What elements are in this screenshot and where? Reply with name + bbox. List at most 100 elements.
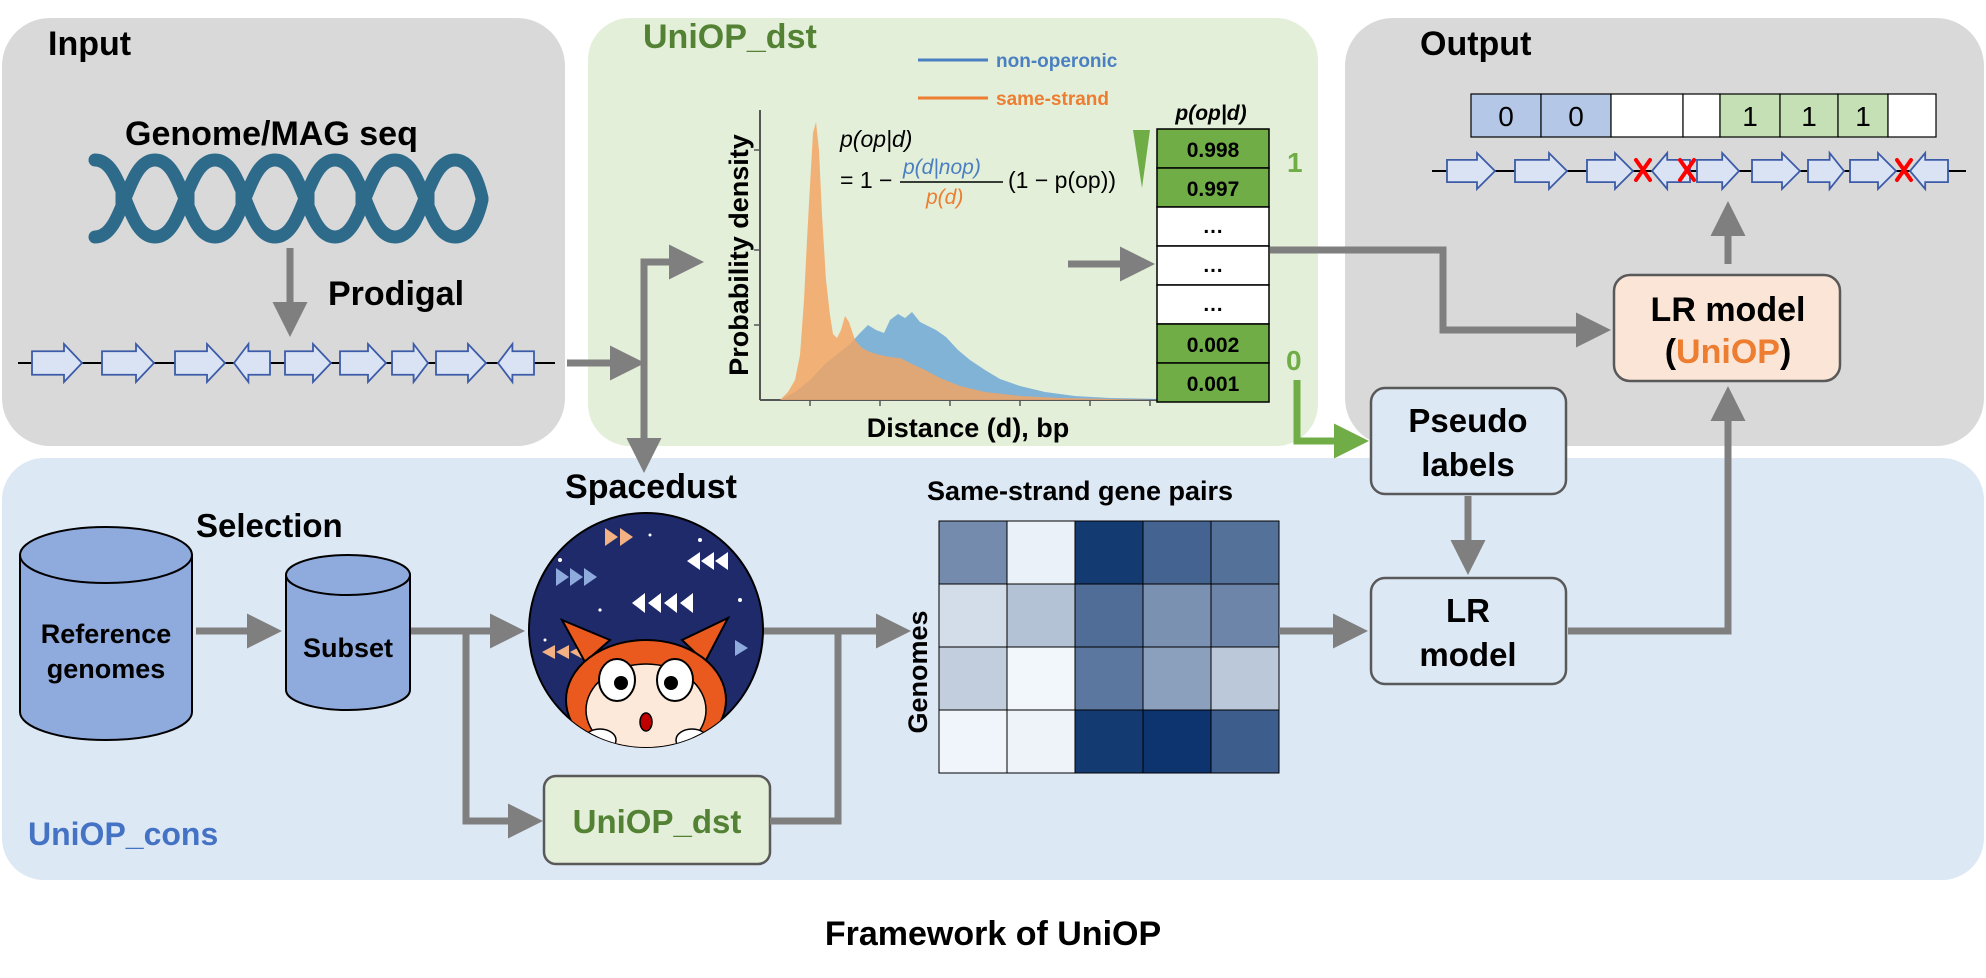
probability-wedge bbox=[1133, 130, 1150, 188]
dst-to-heatmap-line bbox=[770, 631, 842, 825]
low-to-pseudo-arrow bbox=[1293, 380, 1369, 459]
gene-forward-icon bbox=[1446, 150, 1497, 192]
formula-numerator: p(d|nop) bbox=[902, 156, 981, 179]
uniop-dst-box: UniOP_dst bbox=[542, 774, 772, 866]
table-cell: 0.001 bbox=[1187, 373, 1240, 396]
input-title: Input bbox=[48, 25, 131, 63]
genome-label: Genome/MAG seq bbox=[125, 115, 418, 153]
gene-forward-icon bbox=[31, 341, 84, 385]
density-xlabel: Distance (d), bp bbox=[867, 413, 1070, 443]
heatmap-cell bbox=[1210, 709, 1280, 774]
heatmap-ylabel: Genomes bbox=[903, 610, 933, 733]
pseudo-line2: labels bbox=[1421, 446, 1515, 483]
high-label: 1 bbox=[1287, 147, 1303, 178]
spacedust-label: Spacedust bbox=[565, 468, 737, 506]
heatmap-cell bbox=[1074, 709, 1144, 774]
dst-title: UniOP_dst bbox=[643, 18, 817, 56]
boundary-x-icon bbox=[1895, 158, 1913, 182]
output-label-cell: 0 bbox=[1568, 101, 1584, 132]
input-gene-track bbox=[18, 341, 555, 385]
subset-label: Subset bbox=[303, 633, 393, 663]
gene-forward-icon bbox=[435, 341, 488, 385]
selection-label: Selection bbox=[196, 507, 343, 544]
output-label-strip: 0 0 1 1 1 bbox=[1470, 93, 1937, 138]
formula-eq: = 1 − bbox=[840, 167, 892, 193]
legend-nonoperonic: non-operonic bbox=[996, 51, 1118, 72]
heatmap-cell bbox=[1142, 709, 1212, 774]
heatmap-cell bbox=[1142, 583, 1212, 648]
spacedust-logo-icon bbox=[528, 512, 764, 748]
low-label: 0 bbox=[1286, 345, 1302, 376]
heatmap-cell bbox=[1074, 520, 1144, 585]
lr-model-uniop-box: LR model (UniOP) bbox=[1612, 273, 1842, 383]
pseudo-line1: Pseudo bbox=[1408, 402, 1527, 439]
formula-lhs: p(op|d) bbox=[839, 126, 912, 152]
boundary-x-icon bbox=[1678, 158, 1696, 182]
gene-forward-icon bbox=[391, 341, 430, 385]
lr-to-final-arrow bbox=[1568, 386, 1746, 635]
subset-to-dst-arrow bbox=[462, 631, 543, 839]
heatmap-cell bbox=[1006, 646, 1076, 711]
lr-line1: LR bbox=[1446, 592, 1490, 629]
gene-forward-icon bbox=[101, 341, 156, 385]
lr-model-uniop-line2: (UniOP) bbox=[1665, 333, 1792, 371]
gene-reverse-icon bbox=[496, 341, 535, 385]
heatmap-cell bbox=[938, 583, 1008, 648]
probability-table: 0.998 0.997 … … … 0.002 0.001 bbox=[1156, 128, 1270, 403]
heatmap-cell bbox=[938, 646, 1008, 711]
heatmap-cell bbox=[1006, 520, 1076, 585]
heatmap-cell bbox=[1074, 583, 1144, 648]
lr-model-box: LR model bbox=[1369, 576, 1568, 686]
gene-forward-icon bbox=[1807, 150, 1846, 192]
gene-forward-icon bbox=[284, 341, 333, 385]
figure-title: Framework of UniOP bbox=[825, 915, 1161, 953]
gene-forward-icon bbox=[339, 341, 388, 385]
formula-tail: (1 − p(op)) bbox=[1008, 167, 1116, 193]
dst-panel bbox=[588, 18, 1318, 446]
gene-forward-icon bbox=[1514, 150, 1569, 192]
heatmap-cell bbox=[1210, 520, 1280, 585]
table-cell: … bbox=[1203, 215, 1224, 238]
output-title: Output bbox=[1420, 25, 1531, 63]
legend-samestrand: same-strand bbox=[996, 89, 1109, 110]
dna-helix-icon bbox=[88, 153, 489, 244]
output-label-cell: 1 bbox=[1742, 101, 1758, 132]
gene-forward-icon bbox=[1696, 150, 1741, 192]
heatmap-cell bbox=[1006, 583, 1076, 648]
heatmap-cell bbox=[938, 709, 1008, 774]
subset-cylinder: Subset bbox=[285, 554, 411, 711]
table-cell: 0.998 bbox=[1187, 139, 1240, 162]
gene-reverse-icon bbox=[232, 341, 271, 385]
gene-forward-icon bbox=[1586, 150, 1635, 192]
output-label-cell: 1 bbox=[1801, 101, 1817, 132]
density-ylabel: Probability density bbox=[724, 134, 754, 376]
density-plot: Distance (d), bp Probability density bbox=[724, 110, 1162, 443]
formula-denominator: p(d) bbox=[925, 186, 963, 209]
gene-forward-icon bbox=[1849, 150, 1898, 192]
prodigal-label: Prodigal bbox=[328, 275, 464, 313]
boundary-x-icon bbox=[1634, 158, 1652, 182]
gene-reverse-icon bbox=[1908, 150, 1949, 192]
uniop-dst-box-label: UniOP_dst bbox=[573, 803, 742, 840]
table-cell: 0.002 bbox=[1187, 334, 1240, 357]
heatmap-cell bbox=[1142, 520, 1212, 585]
lr-model-uniop-line1: LR model bbox=[1651, 291, 1806, 329]
reference-genomes-cylinder: Reference genomes bbox=[19, 526, 193, 741]
output-label-cell: 1 bbox=[1855, 101, 1871, 132]
pseudo-labels-box: Pseudo labels bbox=[1369, 386, 1568, 496]
table-to-lr-arrow bbox=[1270, 246, 1611, 348]
table-header: p(op|d) bbox=[1174, 102, 1246, 125]
gene-forward-icon bbox=[1751, 150, 1802, 192]
gene-forward-icon bbox=[174, 341, 227, 385]
samestrand-density bbox=[780, 122, 1160, 400]
lr-line2: model bbox=[1419, 636, 1516, 673]
heatmap-cell bbox=[1210, 583, 1280, 648]
heatmap-cell bbox=[938, 520, 1008, 585]
heatmap-cell bbox=[1142, 646, 1212, 711]
table-cell: 0.997 bbox=[1187, 178, 1240, 201]
probability-formula: p(op|d) = 1 − p(d|nop) p(d) (1 − p(op)) bbox=[839, 126, 1116, 209]
heatmap-cell bbox=[1210, 646, 1280, 711]
table-cell: … bbox=[1203, 293, 1224, 316]
heatmap-cell bbox=[1006, 709, 1076, 774]
